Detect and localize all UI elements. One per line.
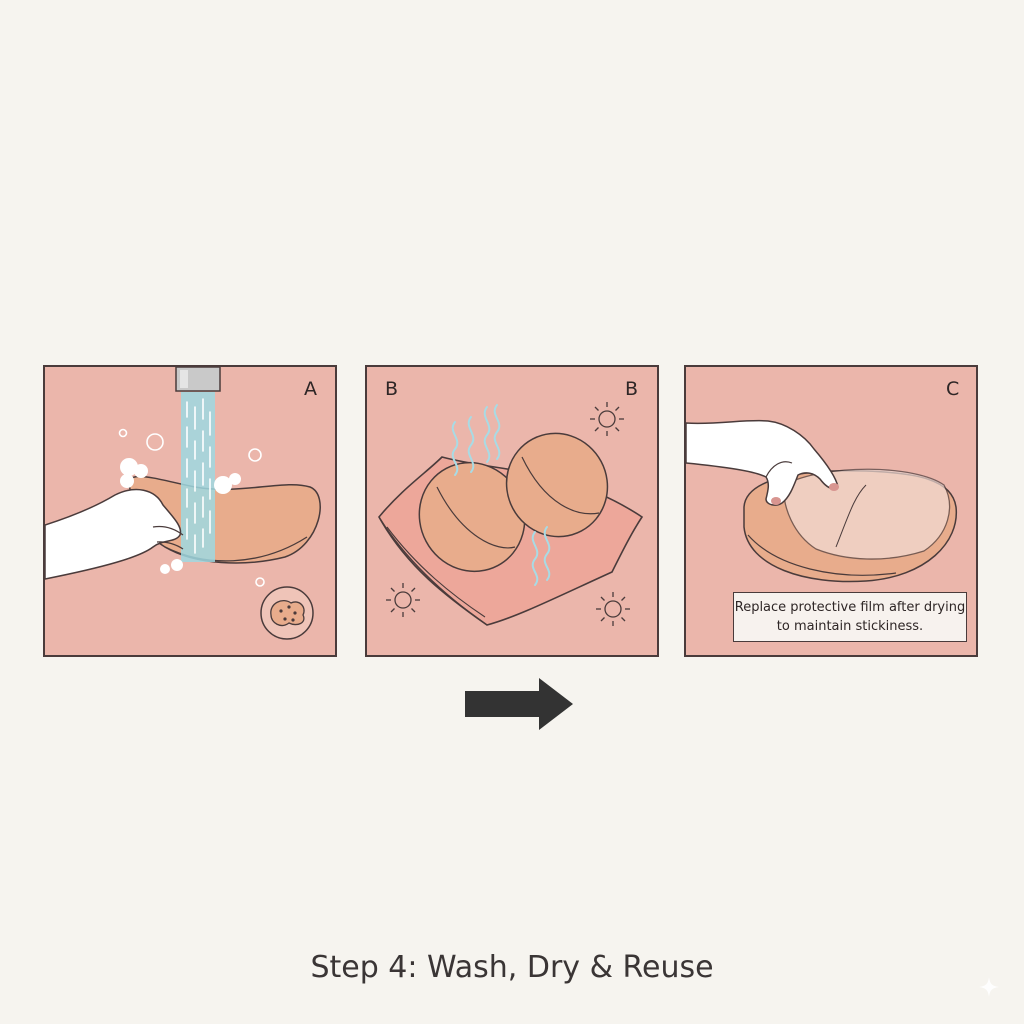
sun-icon bbox=[386, 402, 630, 626]
protective-film bbox=[783, 468, 951, 560]
water-stream-icon bbox=[181, 392, 215, 562]
panel-a-letter: A bbox=[304, 378, 317, 400]
page-title: Step 4: Wash, Dry & Reuse bbox=[310, 950, 714, 985]
sparkle-icon bbox=[979, 977, 999, 997]
film-illustration bbox=[686, 419, 958, 583]
film-note: Replace protective film after drying to … bbox=[733, 592, 967, 642]
panel-b-letter-right: B bbox=[625, 378, 639, 400]
hand-icon bbox=[686, 419, 839, 506]
panel-wash bbox=[43, 365, 337, 657]
hand-icon bbox=[45, 488, 184, 580]
faucet-icon bbox=[175, 367, 221, 392]
sponge-icon bbox=[260, 586, 314, 640]
heat-wave-icon bbox=[451, 404, 551, 586]
panel-dry bbox=[365, 365, 659, 657]
silicone-pad-right bbox=[505, 432, 609, 538]
panel-b-letter-left: B bbox=[385, 378, 399, 400]
arrow-right-icon bbox=[465, 678, 573, 730]
soap-bubble-icon bbox=[118, 428, 265, 587]
panel-c-letter: C bbox=[946, 378, 960, 400]
soap-foam bbox=[120, 458, 241, 574]
wash-illustration bbox=[45, 367, 321, 640]
dry-illustration bbox=[378, 402, 644, 626]
